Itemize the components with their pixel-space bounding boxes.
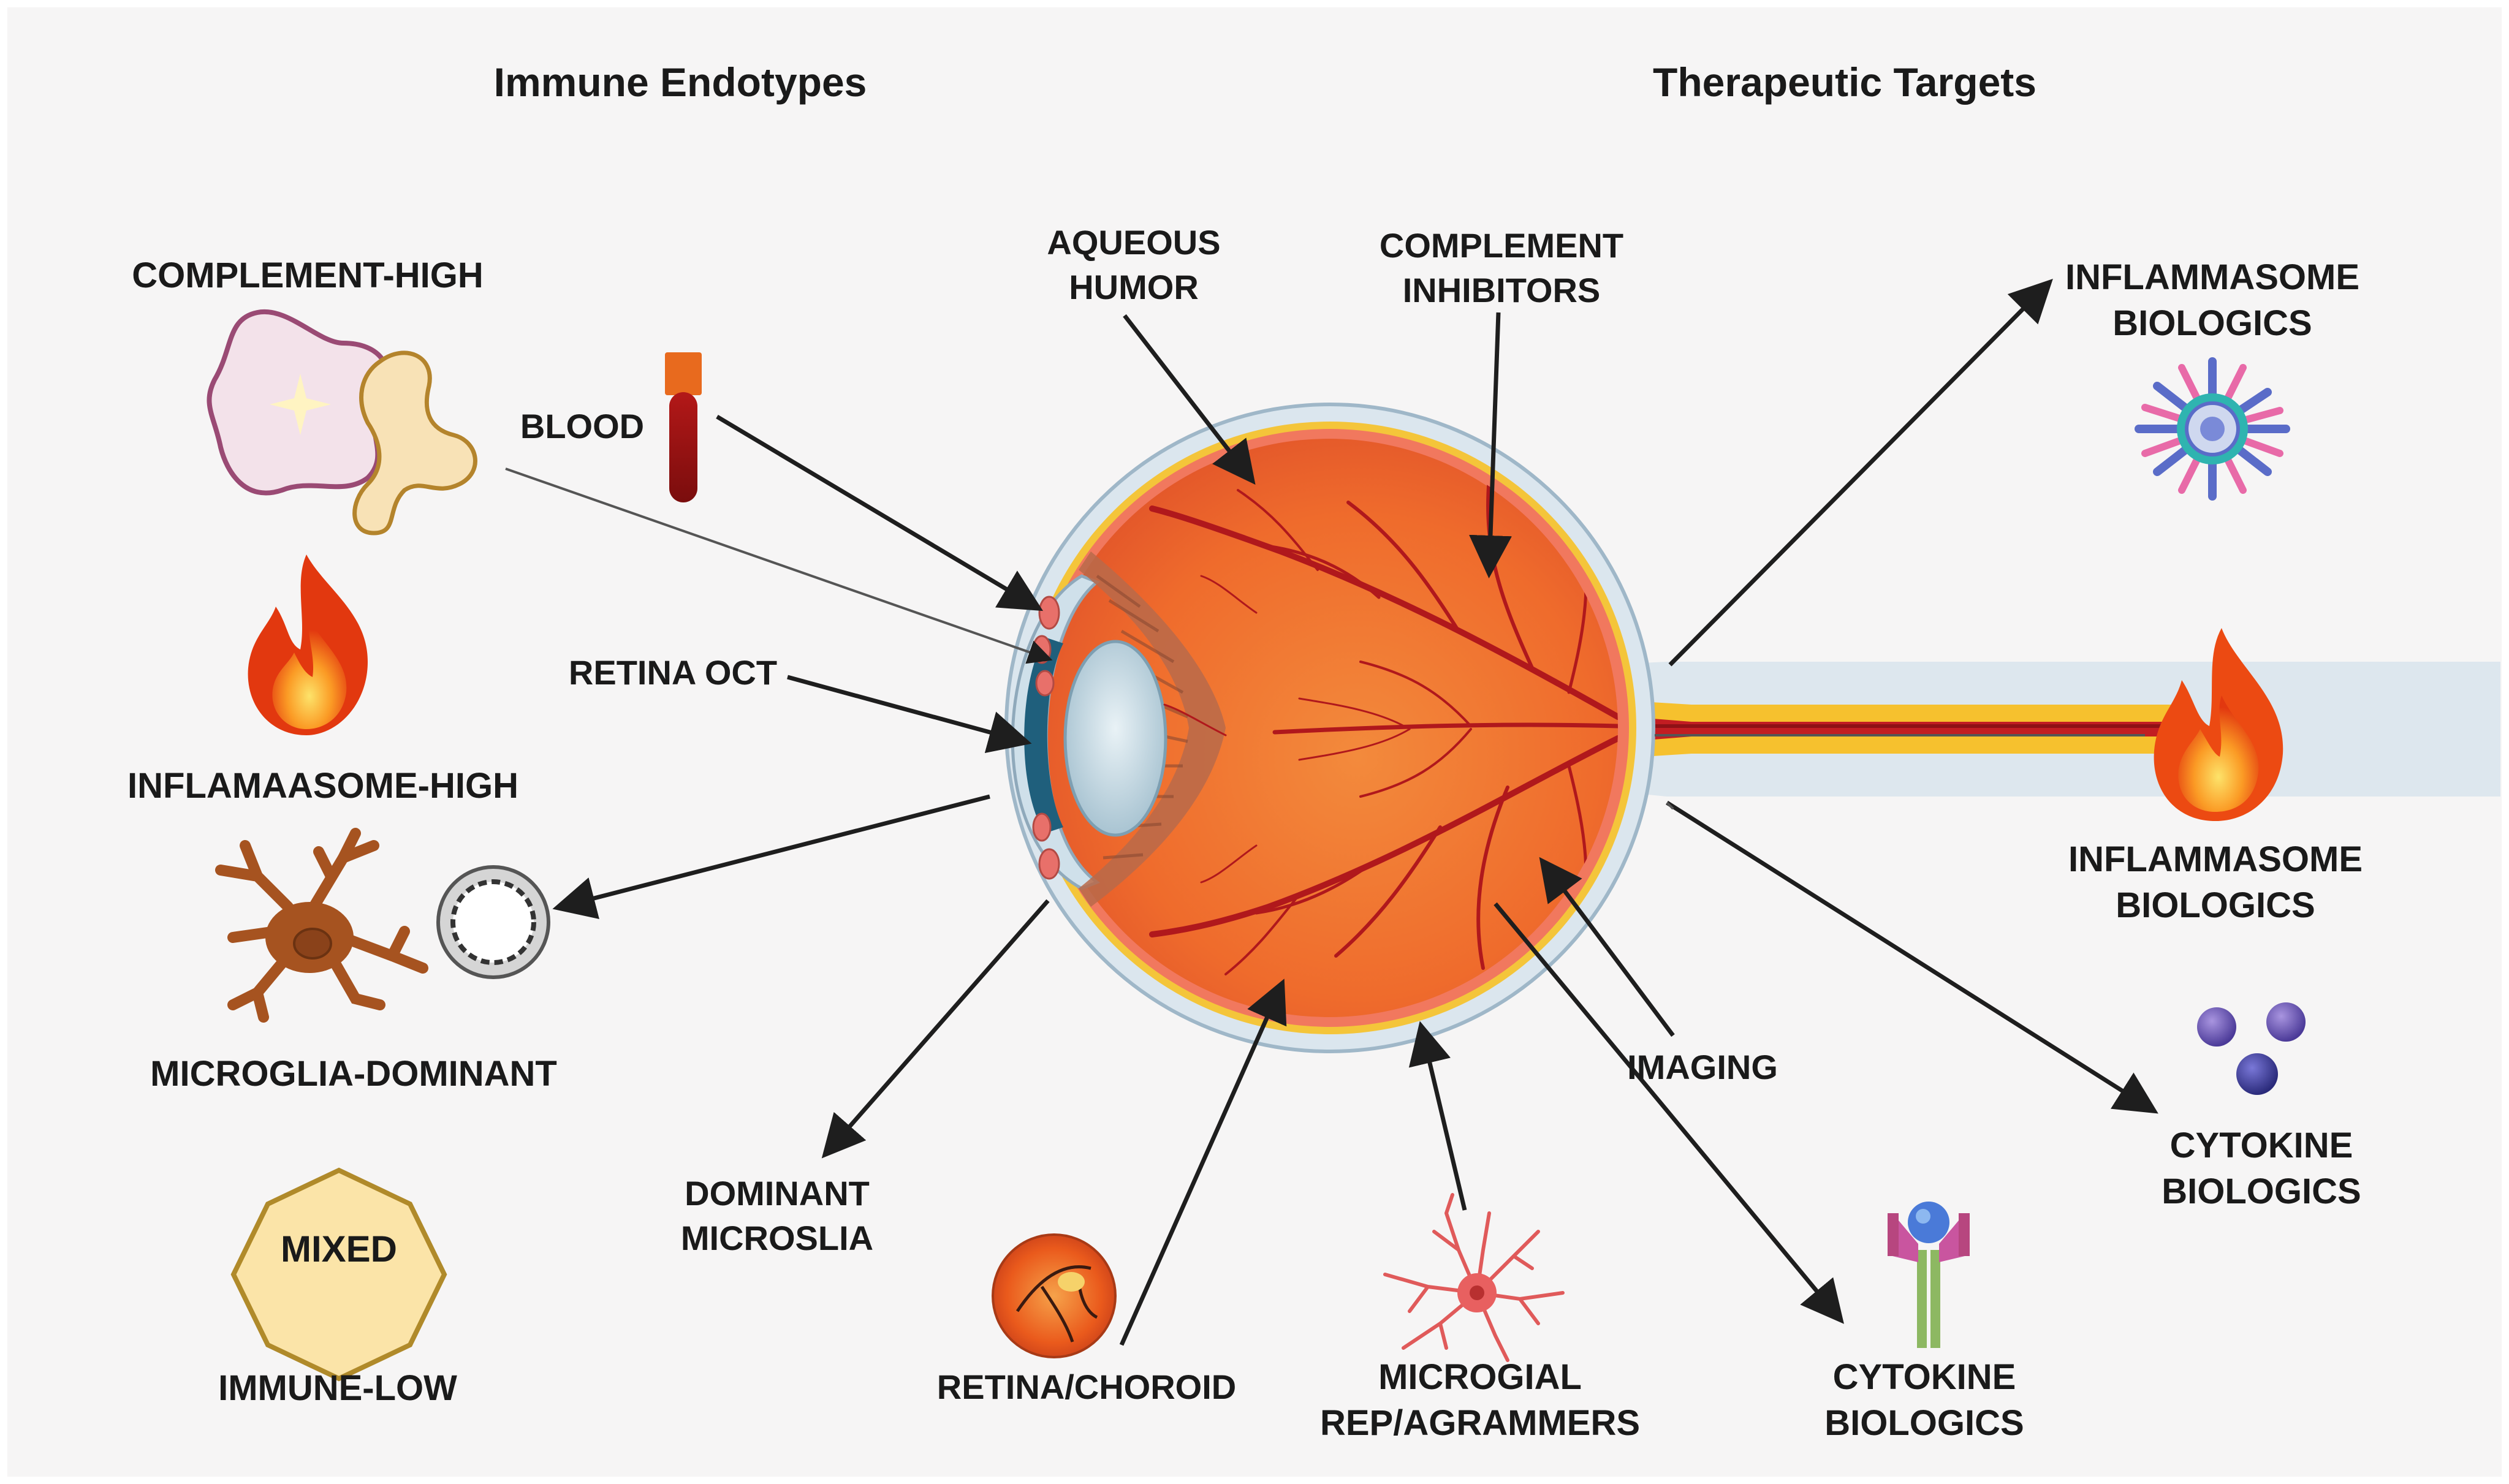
label-cytokine-biologics-right-line1: CYTOKINE <box>2169 1126 2353 1165</box>
microglia-section-icon <box>436 865 550 979</box>
label-complement-inhibitors-line1: COMPLEMENT <box>1379 226 1624 265</box>
label-microglia-dominant: MICROGLIA-DOMINANT <box>150 1054 557 1094</box>
label-imaging: IMAGING <box>1627 1048 1778 1086</box>
label-dominant-microglia-line2: MICROSLIA <box>680 1218 874 1257</box>
label-cytokine-biologics-bottom-line2: BIOLOGICS <box>1824 1403 2024 1444</box>
label-mixed: MIXED <box>280 1228 398 1270</box>
complement-high-cells-icon <box>207 309 477 536</box>
inflammasome-high-flame-icon <box>248 555 368 735</box>
mixed-octagon-icon <box>230 1167 447 1382</box>
header-immune-endotypes: Immune Endotypes <box>493 59 867 105</box>
label-aqueous-humor-line1: AQUEOUS <box>1047 223 1221 262</box>
label-aqueous-humor-line2: HUMOR <box>1069 267 1199 306</box>
blood-tube-icon <box>665 352 702 502</box>
label-inflammasome-biologics-top-line1: INFLAMMASOME <box>2065 257 2360 297</box>
ciliary-body <box>1079 551 1226 907</box>
inflammasome-biologics-flame-icon <box>2154 628 2283 821</box>
label-inflammasome-biologics-top-line2: BIOLOGICS <box>2112 303 2312 344</box>
label-inflammasome-biologics-mid-line1: INFLAMMASOME <box>2068 839 2363 879</box>
label-inflammasome-biologics-mid-line2: BIOLOGICS <box>2116 885 2315 926</box>
inflammasome-complex-icon <box>2135 357 2290 501</box>
cytokine-receptor-icon <box>1888 1202 1970 1348</box>
cytokine-molecules-icon <box>2197 1002 2306 1095</box>
label-microglial-reprogrammers-line2: REP/AGRAMMERS <box>1319 1403 1641 1444</box>
label-dominant-microglia: DOMINANT MICROSLIA <box>681 1172 873 1261</box>
label-complement-inhibitors: COMPLEMENT INHIBITORS <box>1380 224 1623 313</box>
label-cytokine-biologics-right: CYTOKINE BIOLOGICS <box>2162 1122 2361 1215</box>
anterior-chamber <box>1024 637 1063 833</box>
label-microglial-reprogrammers-line1: MICROGIAL <box>1378 1357 1582 1397</box>
connector-arrows <box>505 279 2158 1346</box>
label-inflammasome-biologics-mid: INFLAMMASOME BIOLOGICS <box>2068 836 2363 929</box>
label-retina-oct: RETINA OCT <box>568 653 778 692</box>
label-inflammasome-high: INFLAMAASOME-HIGH <box>127 766 518 806</box>
microglia-dominant-cell-icon <box>215 828 428 1023</box>
retina-choroid-fundus-icon <box>992 1233 1117 1358</box>
label-blood: BLOOD <box>520 407 645 445</box>
label-cytokine-biologics-bottom: CYTOKINE BIOLOGICS <box>1824 1354 2024 1447</box>
label-dominant-microglia-line1: DOMINANT <box>685 1174 870 1213</box>
lens <box>1063 640 1167 837</box>
label-retina-choroid: RETINA/CHOROID <box>936 1368 1237 1406</box>
label-complement-high: COMPLEMENT-HIGH <box>132 256 484 295</box>
label-cytokine-biologics-right-line2: BIOLOGICS <box>2162 1172 2361 1212</box>
label-complement-inhibitors-line2: INHIBITORS <box>1402 270 1601 309</box>
label-aqueous-humor: AQUEOUS HUMOR <box>1047 221 1220 310</box>
label-cytokine-biologics-bottom-line1: CYTOKINE <box>1832 1357 2016 1397</box>
label-immune-low: IMMUNE-LOW <box>218 1368 457 1408</box>
label-inflammasome-biologics-top: INFLAMMASOME BIOLOGICS <box>2065 254 2359 347</box>
header-therapeutic-targets: Therapeutic Targets <box>1653 59 2036 105</box>
label-microglial-reprogrammers: MICROGIAL REP/AGRAMMERS <box>1320 1354 1640 1447</box>
